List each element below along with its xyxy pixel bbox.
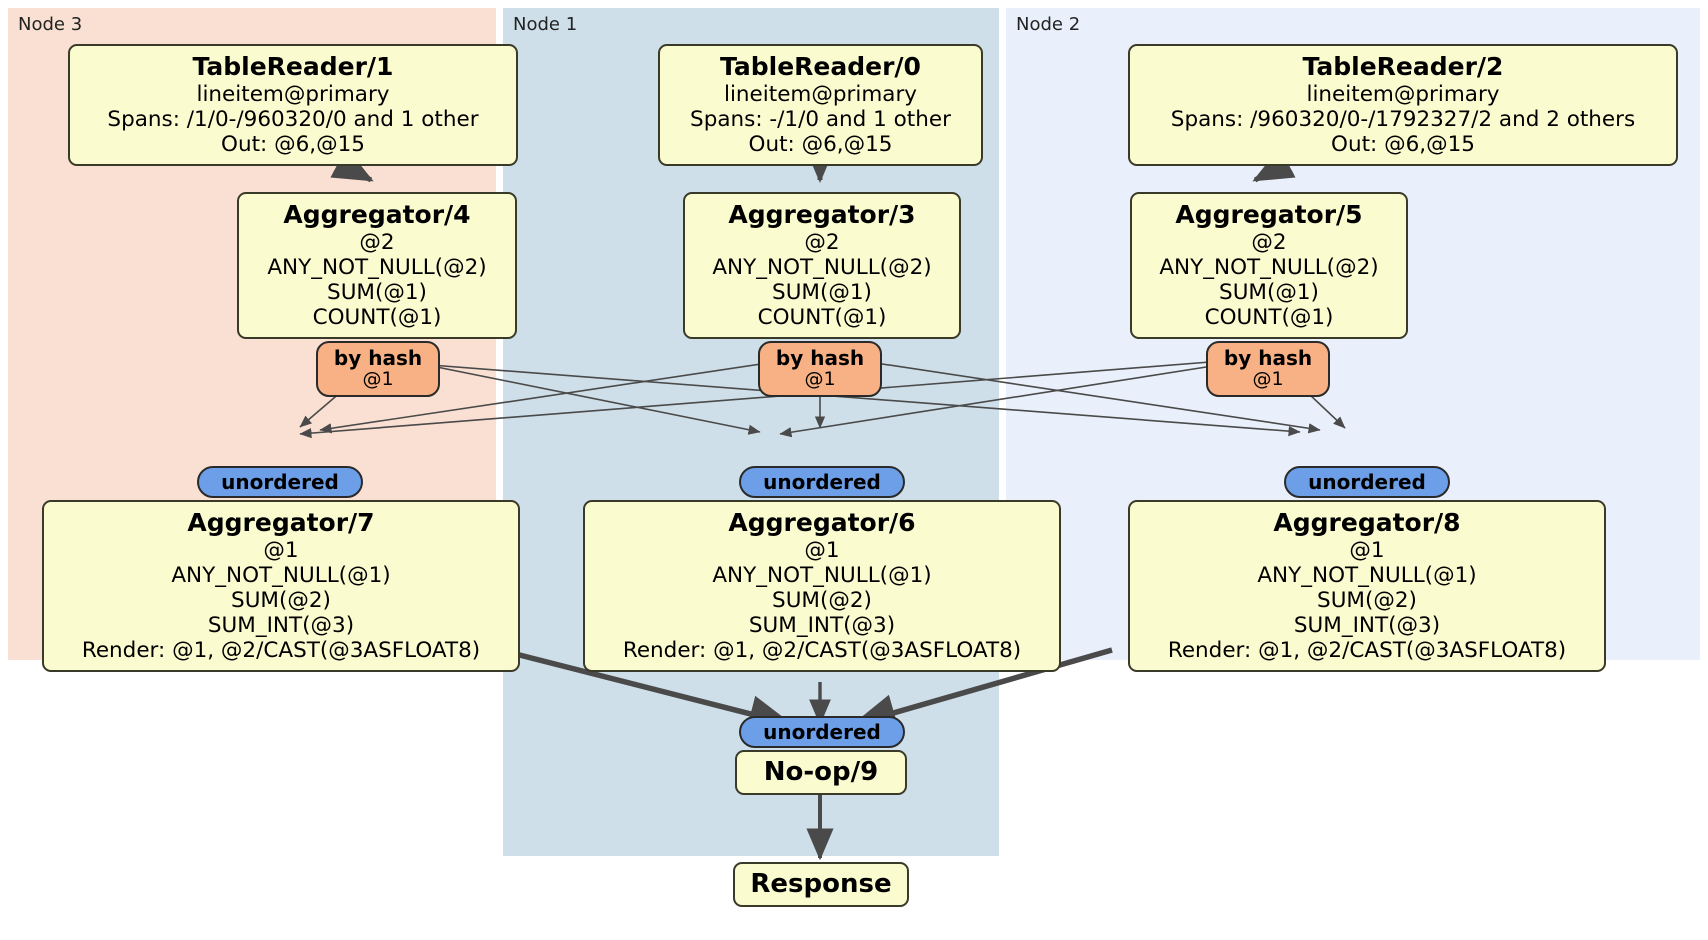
synchronizer-unordered-center[interactable]: unordered: [739, 466, 905, 498]
processor-line: @2: [1251, 229, 1287, 255]
processor-line: Render: @1, @2/CAST(@3ASFLOAT8): [622, 638, 1022, 664]
processor-title: Aggregator/7: [187, 508, 375, 537]
processor-line: @1: [263, 537, 299, 563]
processor-line: SUM(@1): [1219, 279, 1319, 305]
processor-aggregator-6[interactable]: Aggregator/6 @1 ANY_NOT_NULL(@1) SUM(@2)…: [583, 500, 1061, 673]
processor-title: No-op/9: [763, 757, 879, 787]
synchronizer-label: unordered: [763, 720, 881, 744]
panel-node-3-label: Node 3: [18, 14, 83, 35]
router-hash-left[interactable]: by hash @1: [316, 341, 440, 397]
router-hash-center[interactable]: by hash @1: [758, 341, 882, 397]
processor-line: Out: @6,@15: [1331, 131, 1475, 157]
processor-title: Aggregator/6: [728, 508, 916, 537]
router-label: by hash: [333, 346, 423, 370]
processor-line: lineitem@primary: [723, 81, 918, 107]
processor-line: Out: @6,@15: [221, 131, 365, 157]
processor-line: Spans: /1/0-/960320/0 and 1 other: [107, 106, 479, 132]
processor-line: ANY_NOT_NULL(@1): [712, 562, 932, 588]
processor-aggregator-5[interactable]: Aggregator/5 @2 ANY_NOT_NULL(@2) SUM(@1)…: [1130, 192, 1408, 340]
router-label: by hash: [1223, 346, 1313, 370]
processor-line: ANY_NOT_NULL(@2): [1159, 254, 1379, 280]
processor-line: SUM_INT(@3): [207, 612, 355, 638]
processor-aggregator-7[interactable]: Aggregator/7 @1 ANY_NOT_NULL(@1) SUM(@2)…: [42, 500, 520, 673]
processor-line: COUNT(@1): [757, 304, 887, 330]
synchronizer-unordered-final[interactable]: unordered: [739, 716, 905, 748]
processor-aggregator-4[interactable]: Aggregator/4 @2 ANY_NOT_NULL(@2) SUM(@1)…: [237, 192, 517, 340]
processor-line: SUM(@2): [231, 587, 331, 613]
processor-line: SUM(@1): [772, 279, 872, 305]
processor-line: Render: @1, @2/CAST(@3ASFLOAT8): [81, 638, 481, 664]
processor-line: Out: @6,@15: [748, 131, 893, 157]
processor-line: Spans: /960320/0-/1792327/2 and 2 others: [1170, 106, 1636, 132]
processor-line: SUM(@2): [1317, 587, 1417, 613]
processor-title: TableReader/1: [192, 52, 394, 81]
processor-tablereader-2[interactable]: TableReader/2 lineitem@primary Spans: /9…: [1128, 44, 1678, 166]
processor-line: ANY_NOT_NULL(@1): [1257, 562, 1477, 588]
processor-tablereader-0[interactable]: TableReader/0 lineitem@primary Spans: -/…: [658, 44, 983, 166]
synchronizer-label: unordered: [763, 470, 881, 494]
processor-line: Render: @1, @2/CAST(@3ASFLOAT8): [1167, 638, 1567, 664]
router-sub: @1: [1252, 368, 1284, 390]
synchronizer-unordered-left[interactable]: unordered: [197, 466, 363, 498]
router-hash-right[interactable]: by hash @1: [1206, 341, 1330, 397]
processor-line: lineitem@primary: [1306, 81, 1500, 107]
processor-response[interactable]: Response: [733, 862, 909, 907]
processor-line: COUNT(@1): [1204, 304, 1334, 330]
processor-line: @1: [1349, 537, 1385, 563]
router-label: by hash: [775, 346, 865, 370]
panel-node-1-label: Node 1: [513, 14, 578, 35]
panel-node-2-label: Node 2: [1016, 14, 1081, 35]
processor-line: @2: [359, 229, 395, 255]
processor-line: @1: [804, 537, 840, 563]
processor-line: COUNT(@1): [312, 304, 442, 330]
processor-line: ANY_NOT_NULL(@2): [712, 254, 932, 280]
processor-aggregator-3[interactable]: Aggregator/3 @2 ANY_NOT_NULL(@2) SUM(@1)…: [683, 192, 961, 340]
processor-line: SUM(@2): [772, 587, 872, 613]
processor-line: ANY_NOT_NULL(@2): [267, 254, 487, 280]
processor-line: @2: [804, 229, 840, 255]
synchronizer-label: unordered: [1308, 470, 1426, 494]
processor-title: Aggregator/4: [283, 200, 471, 229]
processor-title: Aggregator/5: [1175, 200, 1363, 229]
processor-title: TableReader/2: [1302, 52, 1504, 81]
processor-line: Spans: -/1/0 and 1 other: [690, 106, 951, 132]
processor-line: SUM_INT(@3): [1293, 612, 1441, 638]
processor-title: Aggregator/3: [728, 200, 916, 229]
processor-line: lineitem@primary: [196, 81, 390, 107]
processor-line: SUM(@1): [327, 279, 427, 305]
synchronizer-label: unordered: [221, 470, 339, 494]
processor-noop-9[interactable]: No-op/9: [735, 750, 907, 795]
processor-title: Response: [750, 869, 892, 899]
processor-aggregator-8[interactable]: Aggregator/8 @1 ANY_NOT_NULL(@1) SUM(@2)…: [1128, 500, 1606, 673]
processor-line: ANY_NOT_NULL(@1): [171, 562, 391, 588]
synchronizer-unordered-right[interactable]: unordered: [1284, 466, 1450, 498]
processor-title: TableReader/0: [720, 52, 921, 81]
processor-line: SUM_INT(@3): [748, 612, 896, 638]
processor-title: Aggregator/8: [1273, 508, 1461, 537]
router-sub: @1: [804, 368, 836, 390]
processor-tablereader-1[interactable]: TableReader/1 lineitem@primary Spans: /1…: [68, 44, 518, 166]
router-sub: @1: [362, 368, 394, 390]
